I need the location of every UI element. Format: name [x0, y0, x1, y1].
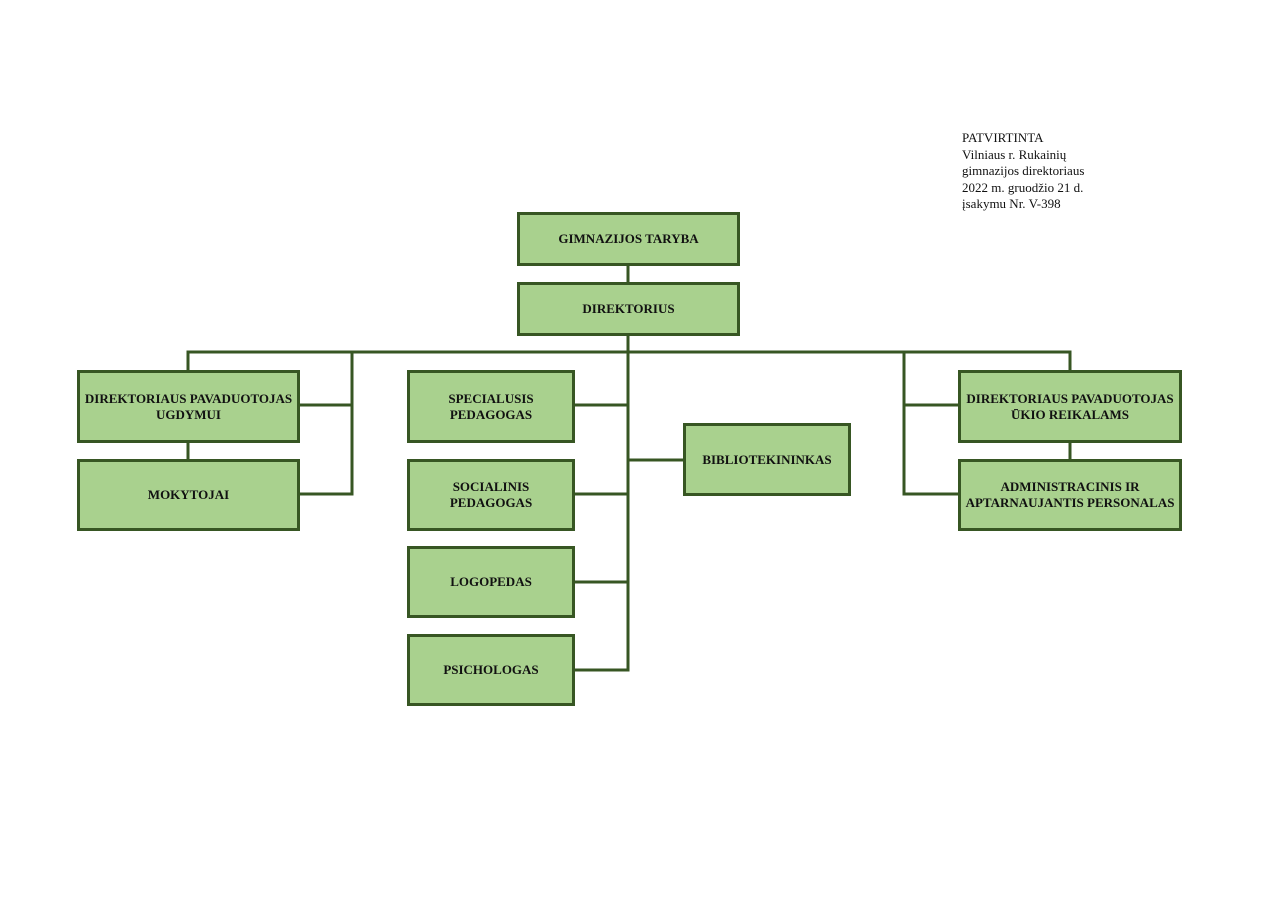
node-label-line1: SPECIALUSIS: [448, 390, 534, 406]
node-label: GIMNAZIJOS TARYBA: [558, 231, 699, 246]
node-label: LOGOPEDAS: [450, 574, 532, 589]
node-admin-staff: ADMINISTRACINIS IR APTARNAUJANTIS PERSON…: [958, 459, 1182, 531]
node-special-pedagogue: SPECIALUSIS PEDAGOGAS: [407, 370, 575, 443]
node-deputy-economy: DIREKTORIAUS PAVADUOTOJAS ŪKIO REIKALAMS: [958, 370, 1182, 443]
node-mokytojai: MOKYTOJAI: [77, 459, 300, 531]
approval-line-date: 2022 m. gruodžio 21 d.: [962, 179, 1084, 195]
node-label-line2: ŪKIO REIKALAMS: [1010, 406, 1130, 422]
approval-line-title: PATVIRTINTA: [962, 130, 1044, 145]
node-label: PSICHOLOGAS: [443, 662, 539, 677]
approval-line-director: gimnazijos direktoriaus: [962, 163, 1085, 178]
node-label-line2: APTARNAUJANTIS PERSONALAS: [965, 495, 1175, 510]
node-direktorius: DIREKTORIUS: [517, 282, 740, 336]
node-label: MOKYTOJAI: [147, 487, 230, 502]
node-bibliotekininkas: BIBLIOTEKININKAS: [683, 423, 851, 496]
node-label: BIBLIOTEKININKAS: [702, 451, 832, 467]
approval-line-order: įsakymu Nr. V-398: [962, 196, 1061, 211]
node-label-line1: SOCIALINIS: [452, 479, 530, 494]
node-deputy-education: DIREKTORIAUS PAVADUOTOJAS UGDYMUI: [77, 370, 300, 443]
node-label-line1: DIREKTORIAUS PAVADUOTOJAS: [966, 390, 1174, 406]
node-gimnazijos-taryba: GIMNAZIJOS TARYBA: [517, 212, 740, 266]
node-social-pedagogue: SOCIALINIS PEDAGOGAS: [407, 459, 575, 531]
node-label-line2: UGDYMUI: [156, 406, 221, 422]
node-label-line2: PEDAGOGAS: [449, 495, 533, 510]
node-psichologas: PSICHOLOGAS: [407, 634, 575, 706]
node-label: DIREKTORIUS: [582, 301, 675, 316]
node-logopedas: LOGOPEDAS: [407, 546, 575, 618]
node-label-line2: PEDAGOGAS: [449, 406, 533, 422]
approval-stamp: PATVIRTINTA Vilniaus r. Rukainių gimnazi…: [962, 130, 1084, 213]
node-label-line1: ADMINISTRACINIS IR: [1000, 479, 1140, 494]
node-label-line1: DIREKTORIAUS PAVADUOTOJAS: [84, 390, 293, 406]
approval-line-school: Vilniaus r. Rukainių: [962, 146, 1067, 162]
